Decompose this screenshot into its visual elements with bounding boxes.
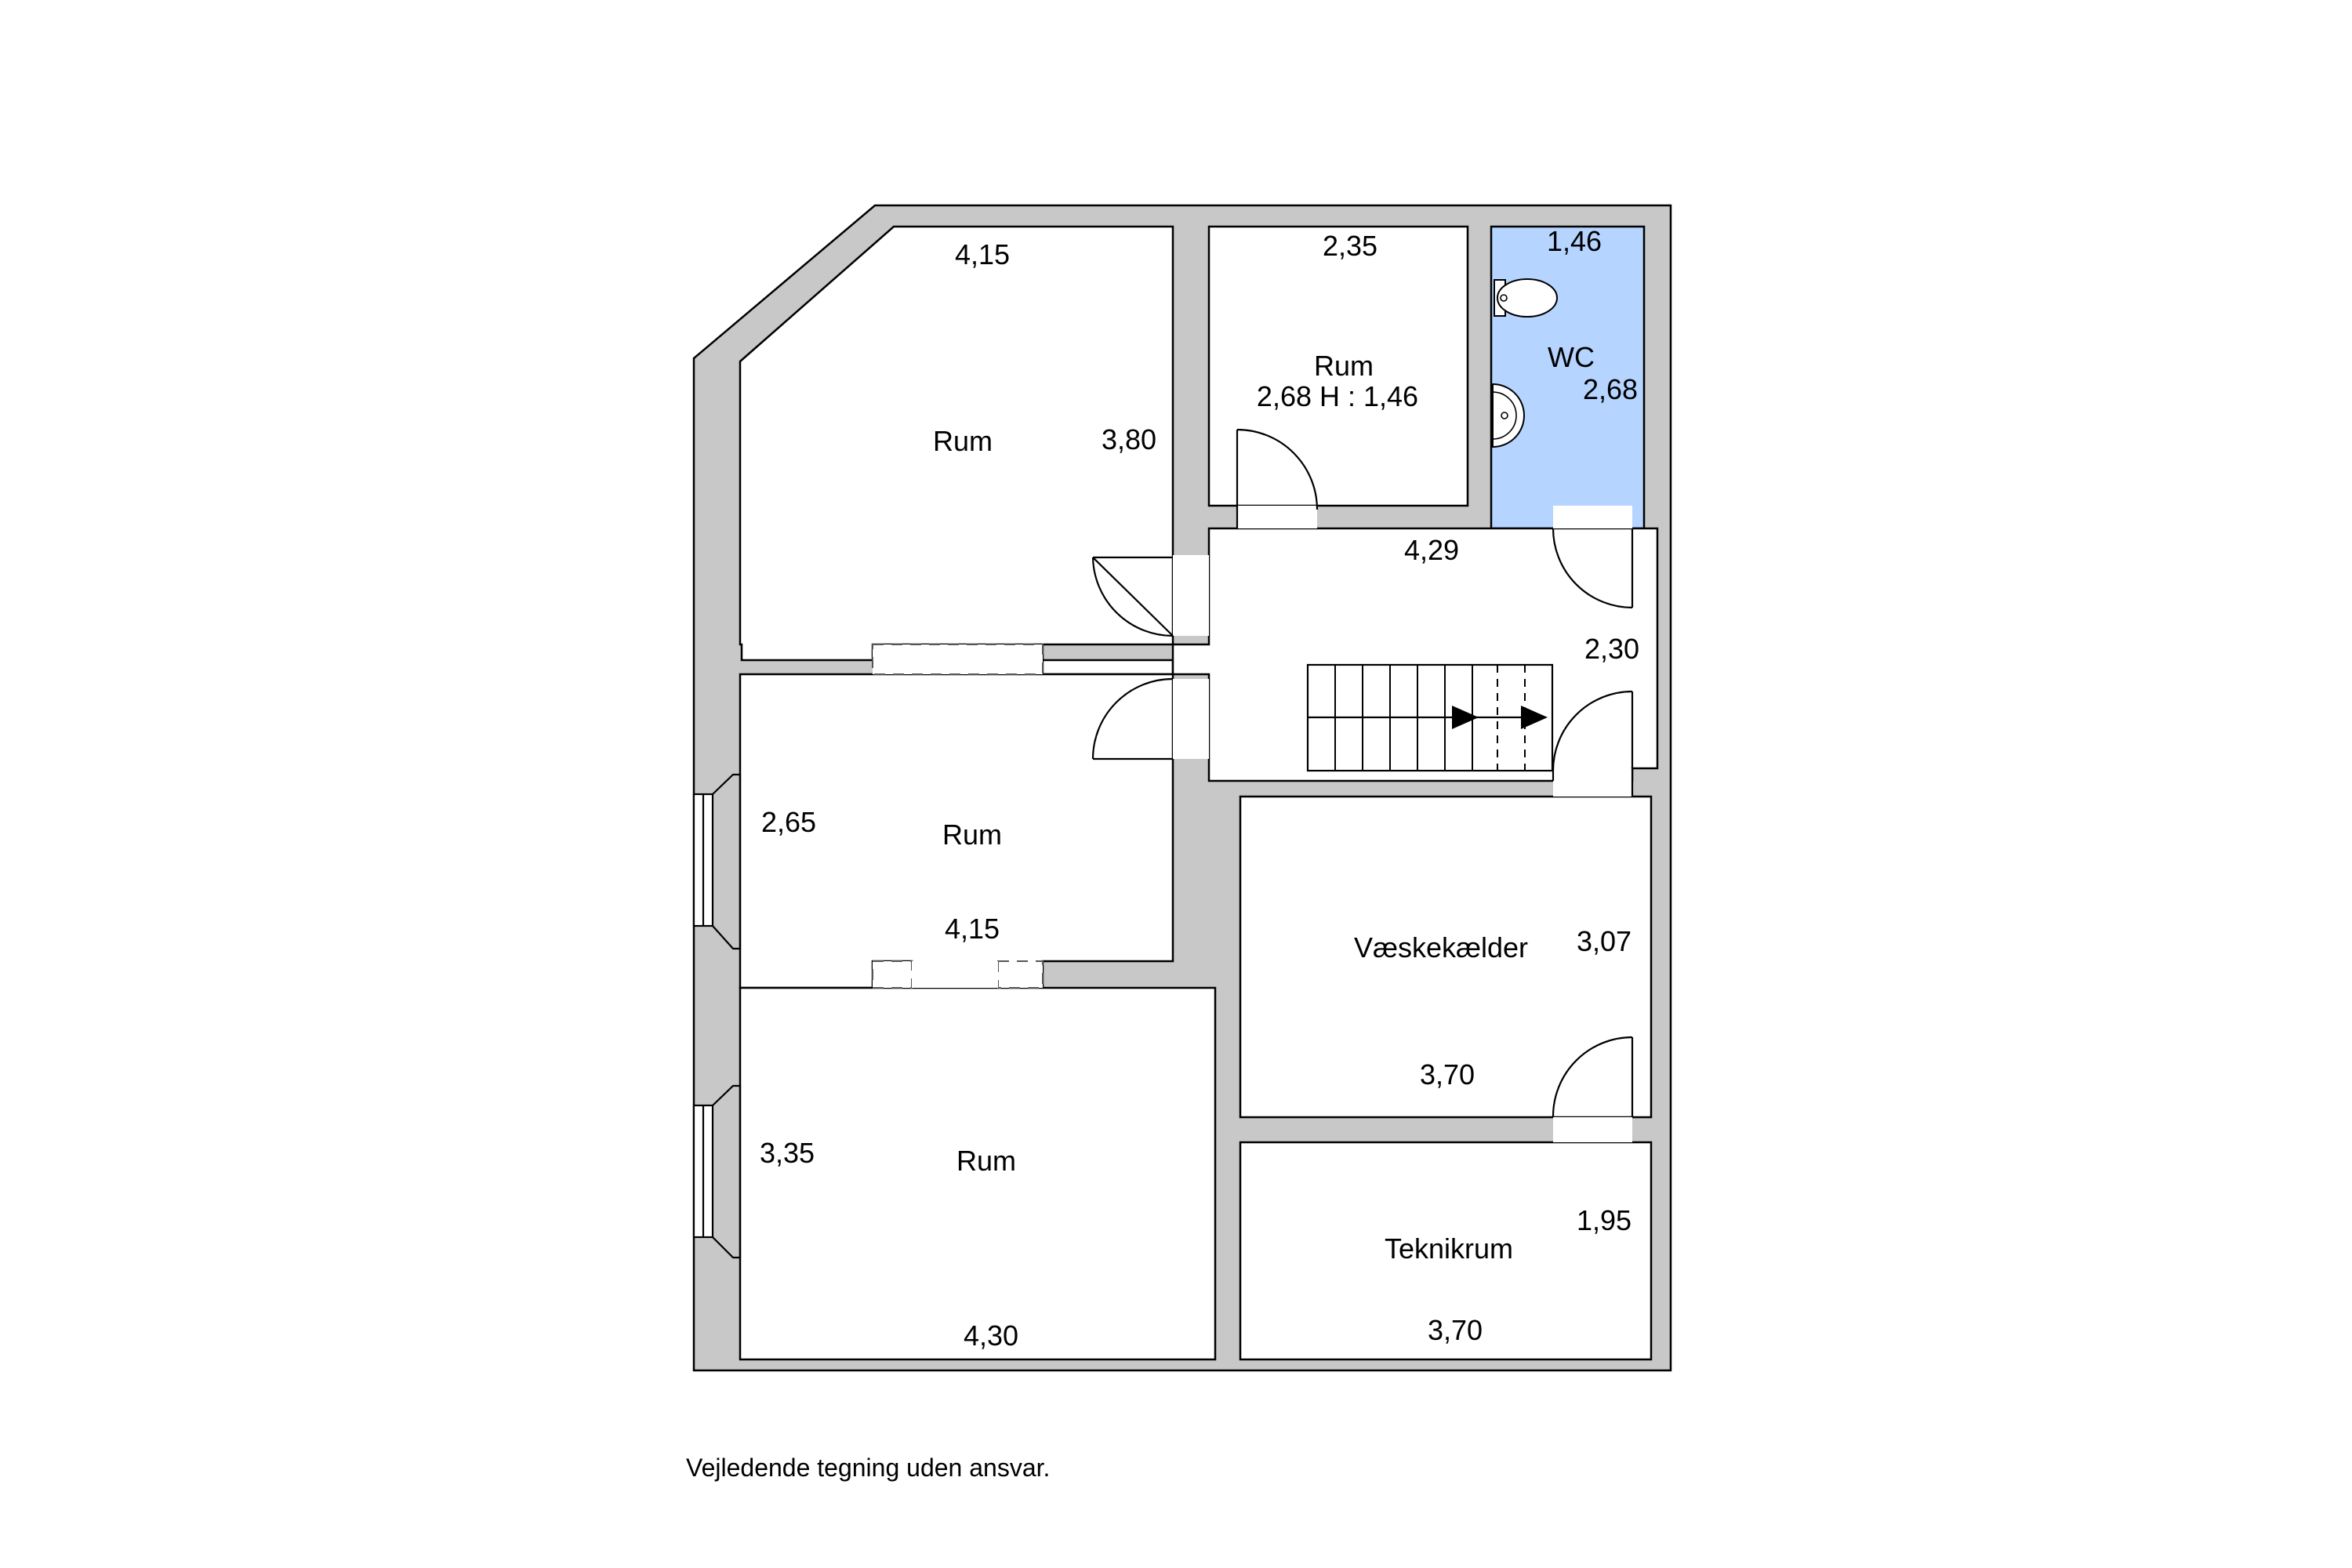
dimension-label: 2,68 <box>1583 373 1638 405</box>
room-rum-north <box>1207 225 1469 507</box>
dimension-label: 4,15 <box>955 238 1010 270</box>
door-rum-north <box>1236 428 1319 528</box>
room-label: Rum <box>933 425 993 457</box>
wall-gap-vaeskekaelder-door <box>1553 768 1632 797</box>
stair-direction-arrow-icon <box>1521 706 1548 729</box>
dimension-label: 1,46 <box>1547 225 1602 257</box>
room-label: Rum <box>956 1145 1016 1177</box>
dimension-label: 3,07 <box>1577 925 1632 957</box>
wall-gap-hall-west-door-2 <box>1173 679 1209 759</box>
door-rum-northwest <box>1091 556 1174 637</box>
staircase <box>1306 663 1554 772</box>
room-label: Rum <box>1314 350 1374 382</box>
opening-middle-south-gap <box>912 961 998 988</box>
dimension-label: 4,30 <box>964 1319 1018 1352</box>
dimension-label: 3,35 <box>760 1137 815 1169</box>
dimension-label: 2,65 <box>761 806 816 838</box>
dimension-label: 4,29 <box>1404 534 1459 566</box>
door-teknikrum <box>1552 1036 1634 1118</box>
window-rum-middle <box>692 773 742 950</box>
dimension-label: 4,15 <box>945 913 1000 945</box>
wall-gap-wc-door <box>1553 506 1632 528</box>
door-wc <box>1552 528 1634 609</box>
door-vaeskekaelder <box>1552 690 1634 797</box>
washbasin-icon <box>1492 383 1525 448</box>
room-label: WC <box>1548 341 1595 373</box>
dimension-label: 2,30 <box>1584 633 1639 665</box>
door-rum-middle <box>1091 677 1174 760</box>
window-rum-south <box>692 1084 742 1259</box>
dimension-label: 2,68 H : 1,46 <box>1257 380 1418 412</box>
opening-middle-south-right <box>997 960 1044 989</box>
room-label: Teknikrum <box>1385 1232 1513 1265</box>
room-rum-south <box>739 986 1217 1361</box>
dimension-label: 3,80 <box>1102 423 1156 456</box>
wall-gap-rum-north-door <box>1237 506 1317 528</box>
room-label: Væskekælder <box>1354 931 1528 964</box>
disclaimer-text: Vejledende tegning uden ansvar. <box>686 1454 1050 1482</box>
opening-northwest-middle <box>872 644 1044 675</box>
dimension-label: 1,95 <box>1577 1204 1632 1236</box>
dimension-label: 3,70 <box>1428 1314 1483 1346</box>
room-teknikrum <box>1239 1141 1653 1361</box>
toilet-icon <box>1494 278 1558 318</box>
stair-direction-arrow-icon <box>1452 706 1479 729</box>
dimension-label: 2,35 <box>1323 230 1377 262</box>
wall-gap-hall-west-door-1 <box>1173 555 1209 636</box>
room-vaeskekaelder <box>1239 795 1653 1119</box>
room-label: Rum <box>942 818 1002 851</box>
dimension-label: 3,70 <box>1420 1058 1475 1091</box>
wall-gap-teknikrum-door <box>1553 1117 1632 1142</box>
opening-middle-south-left <box>872 960 913 989</box>
